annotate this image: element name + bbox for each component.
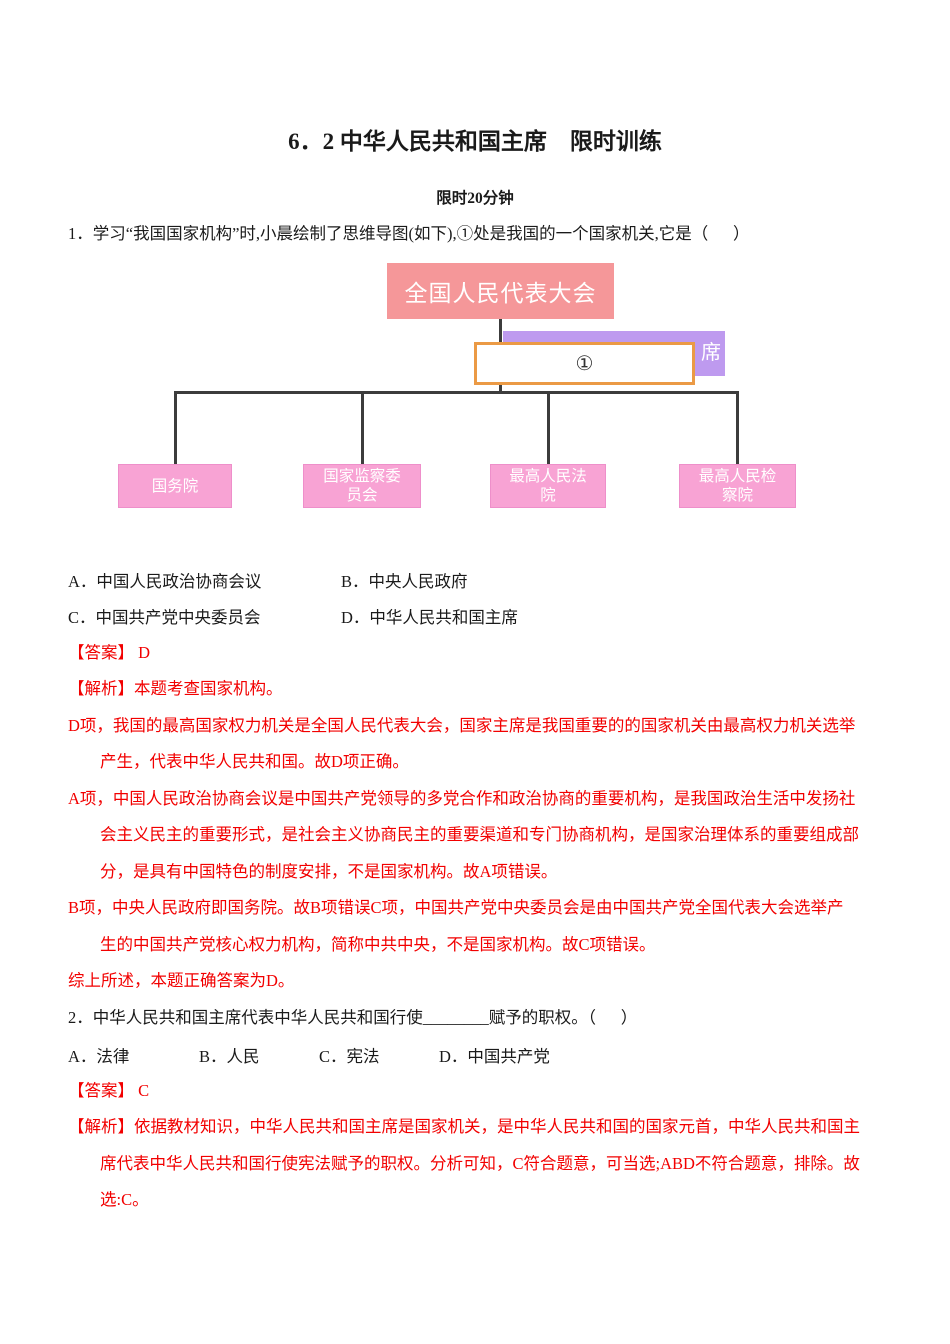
diagram-box-supreme-court: 最高人民法 院 <box>490 464 606 508</box>
q2-answer: 【答案】 C <box>68 1081 150 1100</box>
q1-analysis-conclusion: 综上所述，本题正确答案为D。 <box>68 971 295 990</box>
time-limit-subtitle: 限时20分钟 <box>436 190 514 207</box>
q1-answer: 【答案】 D <box>68 643 151 662</box>
q1-option-a: A．中国人民政治协商会议 <box>68 572 262 591</box>
covered-box-text-fragment: 席 <box>701 342 721 364</box>
q1-analysis-line: B项，中央人民政府即国务院。故B项错误C项，中国共产党中央委员会是由中国共产党全… <box>68 898 844 917</box>
diagram-box-npc: 全国人民代表大会 <box>387 263 614 319</box>
connector-line <box>361 391 364 464</box>
q1-analysis-line: 分，是具有中国特色的制度安排，不是国家机构。故A项错误。 <box>100 862 558 881</box>
q1-option-d: D．中华人民共和国主席 <box>341 608 518 627</box>
q2-option-d: D．中国共产党 <box>439 1047 550 1066</box>
diagram-box-supreme-procuratorate: 最高人民检 察院 <box>679 464 796 508</box>
q2-option-a: A．法律 <box>68 1047 130 1066</box>
q1-analysis-line: 【解析】本题考查国家机构。 <box>68 679 283 698</box>
connector-line <box>736 391 739 464</box>
connector-line <box>547 391 550 464</box>
q1-analysis-line: A项，中国人民政治协商会议是中国共产党领导的多党合作和政治协商的重要机构，是我国… <box>68 789 856 808</box>
diagram-box-state-council: 国务院 <box>118 464 232 508</box>
q1-analysis-line: 产生，代表中华人民共和国。故D项正确。 <box>100 752 409 771</box>
q1-option-b: B．中央人民政府 <box>341 572 468 591</box>
q1-analysis-line: 会主义民主的重要形式，是社会主义协商民主的重要渠道和专门协商机构，是国家治理体系… <box>100 825 859 844</box>
page-title: 6．2 中华人民共和国主席 限时训练 <box>288 129 662 154</box>
question-1-stem: 1．学习“我国国家机构”时,小晨绘制了思维导图(如下),①处是我国的一个国家机关… <box>68 224 750 243</box>
q1-analysis-line: D项，我国的最高国家权力机关是全国人民代表大会，国家主席是我国重要的的国家机关由… <box>68 716 856 735</box>
q1-option-c: C．中国共产党中央委员会 <box>68 608 261 627</box>
connector-line <box>174 391 738 394</box>
q1-analysis-line: 生的中国共产党核心权力机构，简称中共中央，不是国家机构。故C项错误。 <box>100 935 656 954</box>
q2-analysis-line: 【解析】依据教材知识，中华人民共和国主席是国家机关，是中华人民共和国的国家元首，… <box>68 1117 860 1136</box>
q2-analysis-line: 选:C。 <box>100 1190 149 1209</box>
q2-option-c: C．宪法 <box>319 1047 380 1066</box>
question-2-stem: 2．中华人民共和国主席代表中华人民共和国行使________赋予的职权。（ ） <box>68 1008 638 1027</box>
diagram-box-blank: ① <box>474 342 695 385</box>
diagram-box-supervisory-commission: 国家监察委 员会 <box>303 464 421 508</box>
q2-option-b: B．人民 <box>199 1047 260 1066</box>
q2-analysis-line: 席代表中华人民共和国行使宪法赋予的职权。分析可知，C符合题意，可当选;ABD不符… <box>100 1154 860 1173</box>
connector-line <box>174 391 177 464</box>
